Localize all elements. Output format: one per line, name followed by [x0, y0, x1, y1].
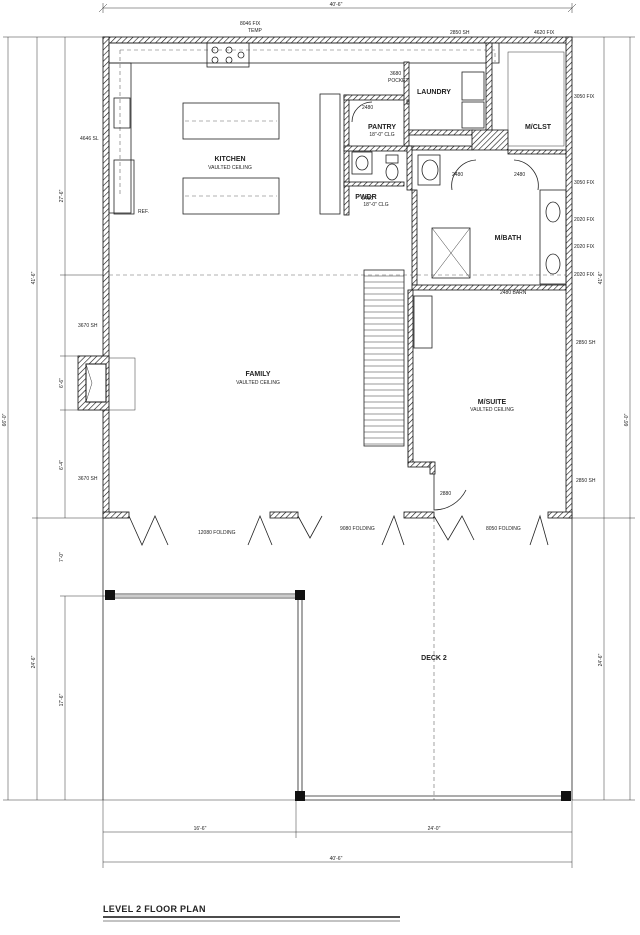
win-3050-b: 3050 FIX: [574, 180, 595, 186]
door-12080: 12080 FOLDING: [198, 530, 236, 536]
win-3670-upper: 3670 SH: [78, 323, 98, 329]
door-barn: 2480 BARN: [500, 290, 527, 296]
right-labels: 3050 FIX 3050 FIX 2020 FIX 2020 FIX 2020…: [574, 94, 596, 484]
door-mbath-left: 2480: [452, 172, 463, 178]
fridge-label: REF.: [138, 209, 149, 215]
door-pantry: 2480: [362, 105, 373, 111]
dim-bottom-left: 16'-6": [194, 826, 207, 832]
win-4646: 4646 SL: [80, 136, 99, 142]
kitchen-sink: [113, 97, 131, 129]
pwdr-label: PWDR: [355, 194, 376, 201]
staircase: [363, 269, 433, 462]
ceiling-lines: [109, 49, 566, 800]
deck-label: DECK 2: [421, 655, 447, 662]
win-3670-lower: 3670 SH: [78, 476, 98, 482]
win-2020-a: 2020 FIX: [574, 217, 595, 223]
dim-right-outer: 66'-0": [624, 413, 630, 426]
mclst-label: M/CLST: [525, 124, 552, 131]
door-3680-pocket: POCKET: [388, 78, 409, 84]
door-pwdr: 2480: [362, 196, 373, 202]
win-8046: 8046 FIX: [240, 21, 261, 27]
top-labels: 8046 FIX TEMP 2850 SH 4620 FIX: [240, 21, 555, 36]
pantry-label: PANTRY: [368, 124, 396, 131]
plan-title: LEVEL 2 FLOOR PLAN: [103, 904, 400, 922]
dim-left-deck-lower: 17'-6": [59, 693, 65, 706]
deck: DECK 2: [102, 518, 573, 801]
deck-post: [295, 791, 305, 801]
door-3680: 3680: [390, 71, 401, 77]
mbath-label: M/BATH: [495, 235, 522, 242]
interior-walls: [343, 42, 567, 475]
family-label: FAMILY: [245, 371, 270, 378]
dim-right-deck: 24'-6": [598, 653, 604, 666]
kitchen-table: [182, 177, 280, 215]
door-9080: 9080 FOLDING: [340, 526, 375, 532]
kitchen-ceiling-note: VAULTED CEILING: [208, 165, 252, 171]
dim-left-lower: 6'-4": [59, 460, 65, 470]
dim-left-deck-mid: 24'-6": [31, 655, 37, 668]
msuite-label: M/SUITE: [478, 399, 507, 406]
msuite-ceiling-note: VAULTED CEILING: [470, 407, 514, 413]
dim-top-overall: 40'-6": [330, 2, 343, 8]
win-4620: 4620 FIX: [534, 30, 555, 36]
exterior-walls: [102, 36, 573, 519]
left-dimensions: 27'-6" 6'-6" 6'-4" 41'-6" 66'-0" 7'-0" 2…: [2, 36, 300, 801]
powder-room: PWDR 18"-0" CLG 2480: [351, 151, 399, 208]
win-8046-temp: TEMP: [248, 28, 263, 34]
dim-left-inner-top: 27'-6": [59, 189, 65, 202]
cooktop: [206, 42, 250, 68]
deck-post: [561, 791, 571, 801]
deck-post: [105, 590, 115, 600]
dim-bottom-right: 24'-0": [428, 826, 441, 832]
dim-left-deck-upper: 7'-0": [59, 552, 65, 562]
pwdr-note: 18"-0" CLG: [363, 202, 388, 208]
kitchen: KITCHEN VAULTED CEILING 4646 SL REF.: [80, 42, 500, 215]
tall-cabinets: [319, 93, 341, 215]
deck-post: [295, 590, 305, 600]
dim-bottom-overall: 40'-6": [330, 856, 343, 862]
dim-left-fireplace: 6'-6": [59, 378, 65, 388]
dim-left-middle: 41'-6": [31, 271, 37, 284]
kitchen-label: KITCHEN: [214, 156, 245, 163]
laundry: LAUNDRY 3680 POCKET: [388, 71, 485, 129]
door-8050: 8050 FOLDING: [486, 526, 521, 532]
win-2020-c: 2020 FIX: [574, 272, 595, 278]
master-bath: M/BATH 2480 2480: [417, 154, 567, 285]
top-dimension: 40'-6": [98, 2, 577, 13]
win-2850-top: 2850 SH: [450, 30, 470, 36]
family: FAMILY VAULTED CEILING 3670 SH 3670 SH: [78, 323, 280, 482]
folding-doors: 12080 FOLDING 9080 FOLDING 8050 FOLDING: [128, 514, 549, 546]
master-suite: M/SUITE VAULTED CEILING 2880 2480 BARN: [433, 290, 527, 511]
win-2850-b: 2850 SH: [576, 478, 596, 484]
door-mbath-right: 2480: [514, 172, 525, 178]
family-ceiling-note: VAULTED CEILING: [236, 380, 280, 386]
pantry: PANTRY 18"-0" CLG 2480: [351, 101, 396, 138]
pantry-note: 18"-0" CLG: [369, 132, 394, 138]
dim-right-upper: 41'-6": [598, 271, 604, 284]
refrigerator: [113, 159, 135, 215]
bottom-dimensions: 16'-6" 24'-0" 40'-6": [102, 800, 573, 868]
master-closet: M/CLST: [507, 51, 565, 147]
dim-left-outer: 66'-0": [2, 413, 8, 426]
right-dimensions: 41'-6" 66'-0" 24'-6": [572, 36, 635, 801]
win-2850-a: 2850 SH: [576, 340, 596, 346]
laundry-label: LAUNDRY: [417, 89, 451, 96]
plan-title-text: LEVEL 2 FLOOR PLAN: [103, 904, 206, 914]
kitchen-island: [182, 102, 280, 140]
fireplace: [77, 355, 136, 411]
win-3050-a: 3050 FIX: [574, 94, 595, 100]
door-2880: 2880: [440, 491, 451, 497]
win-2020-b: 2020 FIX: [574, 244, 595, 250]
